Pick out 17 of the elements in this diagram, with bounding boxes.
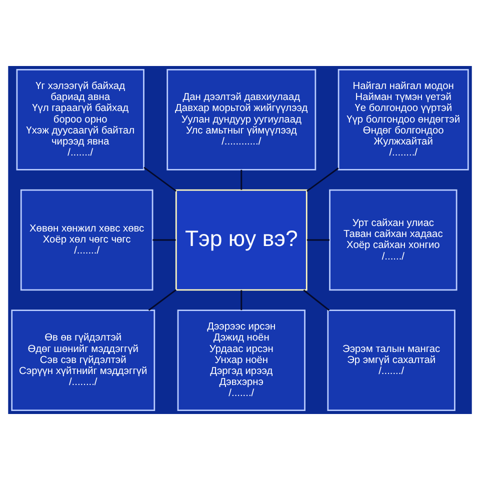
connector xyxy=(148,289,177,311)
connector xyxy=(240,290,242,310)
node-box: Тэр юу вэ? xyxy=(175,189,308,291)
connector xyxy=(240,170,242,190)
node-box: Дан дээлтэй давхиулаад Давхар морьтой жийгүүлээд Уулан дундуур уугиулаад Улс амьтныг үймүүлээд /............/ xyxy=(166,69,316,170)
connector xyxy=(144,166,177,192)
connector xyxy=(306,239,330,241)
node-box: Дээрээс ирсэн Дэжид ноён Урдаас ирсэн Унхар ноён Дэргэд ирээд Дэвхэрнэ /......./ xyxy=(177,310,306,411)
node-box: Үг хэлээгүй байхад бариад авна Үүл гараагүй байхад бороо орно Үхэж дуусаагүй байтал чирээд явна /......./ xyxy=(16,69,144,170)
node-box: Ээрэм талын мангас Эр эмгүй сахалтай /......./ xyxy=(327,310,456,411)
node-box: Урт сайхан улиас Таван сайхан хадаас Хоёр сайхан хонгио /....../ xyxy=(329,189,458,291)
node-box: Хөвөн хөнжил хөвс хөвс Хоёр хөл чөгс чөгс /......./ xyxy=(20,189,154,291)
connector xyxy=(306,168,339,192)
node-box: Найгал найгал модон Найман түмэн үетэй Үе болгондоо үүртэй Үүр болгондоо өндөгтэй Өндөг болгондоо Жулжхайтай /......../ xyxy=(338,69,469,170)
connector xyxy=(152,239,176,241)
connector xyxy=(303,290,330,311)
node-box: Өв өв гүйдэлтэй Өдөг шөнийг мэддэггүй Сэв сэв гүйдэлтэй Сэрүүн хүйтнийг мэддэггүй /......../ xyxy=(11,310,156,411)
